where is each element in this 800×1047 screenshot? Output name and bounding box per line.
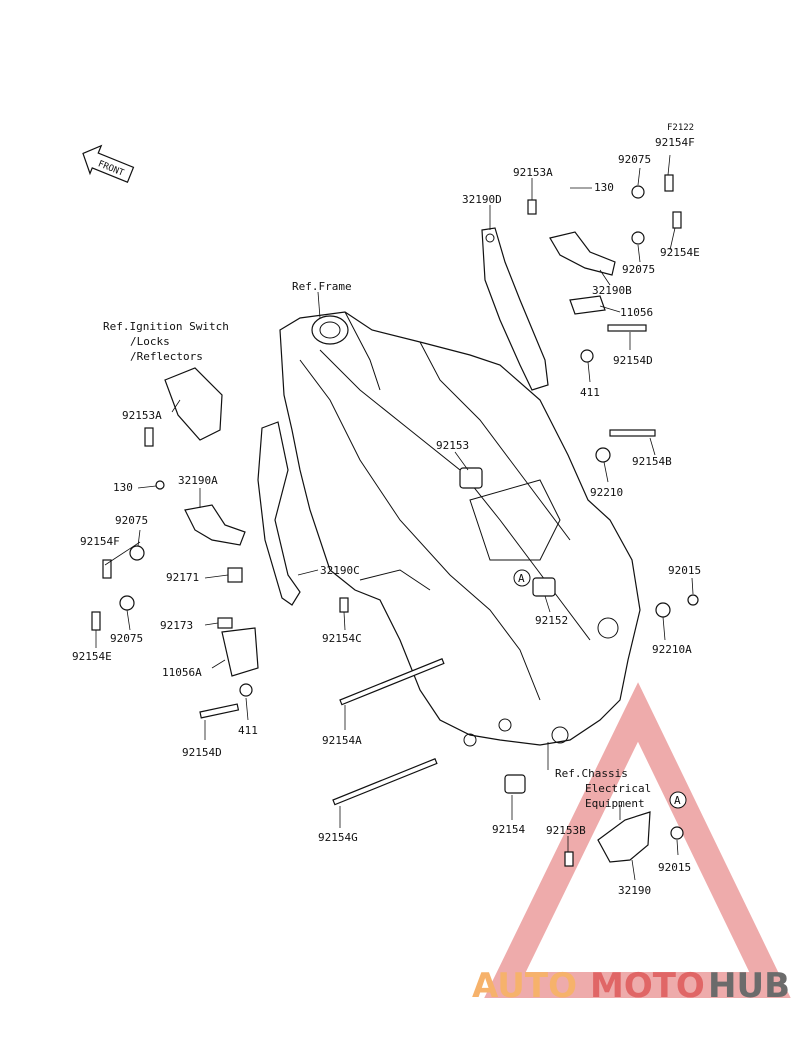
- marker-a-right: A: [669, 791, 687, 809]
- part-label: 92154F: [80, 535, 120, 548]
- part-label: 92152: [535, 614, 568, 627]
- ref-ignition-label-1: Ref.Ignition Switch: [103, 320, 229, 333]
- part-label: 130: [113, 481, 133, 494]
- main-frame: [279, 311, 641, 747]
- ref-ignition-label-3: /Reflectors: [130, 350, 203, 363]
- bracket-32190b: [549, 231, 616, 276]
- part-label: 92154G: [318, 831, 358, 844]
- marker-a-left: A: [513, 569, 531, 587]
- fasteners: [91, 174, 699, 867]
- bracket-32190c: [257, 421, 301, 606]
- watermark-part-3: HUB: [708, 966, 790, 1006]
- part-label: 92075: [622, 263, 655, 276]
- ref-frame-label: Ref.Frame: [292, 280, 352, 293]
- part-label: 92171: [166, 571, 199, 584]
- part-label: 92075: [618, 153, 651, 166]
- part-label: 92154A: [322, 734, 362, 747]
- part-label: 92075: [110, 632, 143, 645]
- part-label: 92015: [668, 564, 701, 577]
- ref-ignition-label-2: /Locks: [130, 335, 170, 348]
- part-label: 92210A: [652, 643, 692, 656]
- svg-text:A: A: [674, 794, 681, 807]
- part-label: 92154C: [322, 632, 362, 645]
- front-arrow-icon: FRONT: [82, 144, 135, 183]
- part-label: 92154: [492, 823, 525, 836]
- part-label: 11056: [620, 306, 653, 319]
- ref-chassis-label-1: Ref.Chassis: [555, 767, 628, 780]
- part-label: 32190D: [462, 193, 502, 206]
- part-label: 92153A: [513, 166, 553, 179]
- part-label: 92154F: [655, 136, 695, 149]
- part-label: 92154D: [613, 354, 653, 367]
- part-label: 32190A: [178, 474, 218, 487]
- part-label: 32190B: [592, 284, 632, 297]
- part-label: 11056A: [162, 666, 202, 679]
- bracket-32190d: [481, 227, 549, 391]
- part-label: 130: [594, 181, 614, 194]
- plate-11056: [569, 295, 606, 315]
- bracket-32190a: [184, 504, 246, 546]
- svg-text:A: A: [518, 572, 525, 585]
- figure-code: F2122: [667, 123, 694, 133]
- leader-lines: [95, 154, 694, 881]
- ignition-plate: [164, 367, 223, 441]
- part-label: 92015: [658, 861, 691, 874]
- part-label: 92153B: [546, 824, 586, 837]
- plate-11056a: [221, 627, 259, 677]
- part-label: 92154E: [660, 246, 700, 259]
- part-label: 92154D: [182, 746, 222, 759]
- watermark-part-1: AUTO: [472, 966, 577, 1006]
- part-label: 92173: [160, 619, 193, 632]
- part-label: 92210: [590, 486, 623, 499]
- part-label: 411: [580, 386, 600, 399]
- part-label: 92153: [436, 439, 469, 452]
- watermark-triangle: [484, 682, 791, 998]
- part-labels: 92154F 92075 92153A 130 32190D 92154E 92…: [72, 136, 701, 897]
- ref-chassis-label-2: Electrical: [585, 782, 651, 795]
- ref-chassis-label-3: Equipment: [585, 797, 645, 810]
- part-label: 32190: [618, 884, 651, 897]
- part-label: 92153A: [122, 409, 162, 422]
- part-label: 32190C: [320, 564, 360, 577]
- part-label: 92154B: [632, 455, 672, 468]
- part-label: 92154E: [72, 650, 112, 663]
- watermark-logo: AUTO MOTO HUB: [472, 966, 790, 1006]
- watermark-part-2: MOTO: [590, 966, 705, 1006]
- part-label: 411: [238, 724, 258, 737]
- part-label: 92075: [115, 514, 148, 527]
